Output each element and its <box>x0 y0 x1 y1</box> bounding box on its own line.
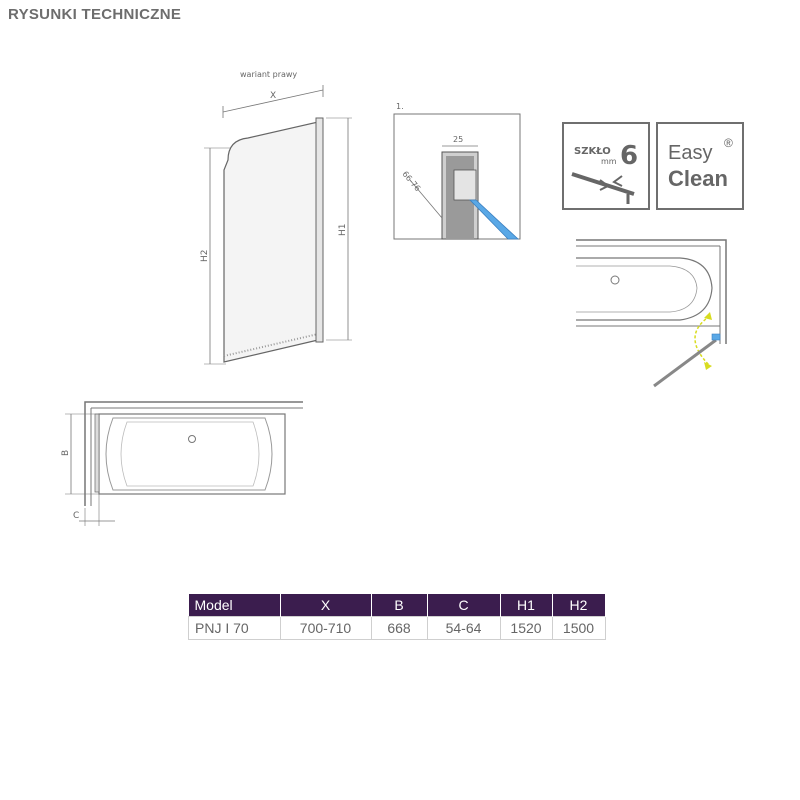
dim-label-h2: H2 <box>200 250 210 263</box>
bathtub-plan-drawing: B C <box>61 401 303 526</box>
glass-unit: mm <box>601 157 617 166</box>
spec-table: Model X B C H1 H2 PNJ I 70 700-710 668 5… <box>188 594 606 640</box>
table-header-row: Model X B C H1 H2 <box>188 594 606 617</box>
dim-label-b: B <box>61 450 71 456</box>
bathtub-outline <box>576 257 713 321</box>
door-panel-line <box>653 338 717 388</box>
detail-number: 1. <box>396 102 404 111</box>
drain-icon <box>610 275 620 285</box>
header-h2: H2 <box>552 594 606 617</box>
front-view-caption: wariant prawy <box>240 70 297 79</box>
dim-line-x <box>222 89 324 113</box>
easy-clean-line1: Easy <box>668 142 713 164</box>
header-c: C <box>427 594 501 617</box>
table-row: PNJ I 70 700-710 668 54-64 1520 1500 <box>188 616 606 640</box>
header-x: X <box>280 594 372 617</box>
registered-mark: ® <box>724 136 733 150</box>
glass-thickness-badge: SZKŁO mm 6 <box>562 122 650 210</box>
glass-panel <box>223 121 319 363</box>
dim-label-width: 25 <box>453 135 463 144</box>
header-model: Model <box>188 594 281 617</box>
glass-plan <box>94 413 100 493</box>
drain-icon-left <box>188 435 196 443</box>
glass-value: 6 <box>620 141 638 171</box>
cell-model: PNJ I 70 <box>188 616 281 640</box>
bathtub-outline-left <box>98 413 286 495</box>
cell-c: 54-64 <box>426 616 501 640</box>
page-title: RYSUNKI TECHNICZNE <box>8 6 182 23</box>
swing-arc-icon <box>694 315 711 367</box>
glass-label: SZKŁO <box>574 146 611 157</box>
cell-h2: 1500 <box>551 616 606 640</box>
wall-profile <box>315 117 324 343</box>
cell-x: 700-710 <box>279 616 372 640</box>
cell-b: 668 <box>370 616 428 640</box>
profile-detail-drawing: 1. 25 66-76 <box>393 102 521 240</box>
easy-clean-line2: Clean <box>668 166 728 191</box>
dim-label-h1: H1 <box>338 224 348 237</box>
header-b: B <box>371 594 428 617</box>
opening-plan-drawing <box>576 239 727 388</box>
header-h1: H1 <box>500 594 553 617</box>
dim-label-x: X <box>270 91 276 101</box>
glass-section <box>469 199 520 240</box>
dim-label-c: C <box>73 511 79 521</box>
easy-clean-badge: Easy ® Clean <box>656 122 744 210</box>
front-view-drawing: wariant prawy X H1 H2 <box>200 70 352 365</box>
cell-h1: 1520 <box>499 616 553 640</box>
glass-icon <box>571 172 635 196</box>
